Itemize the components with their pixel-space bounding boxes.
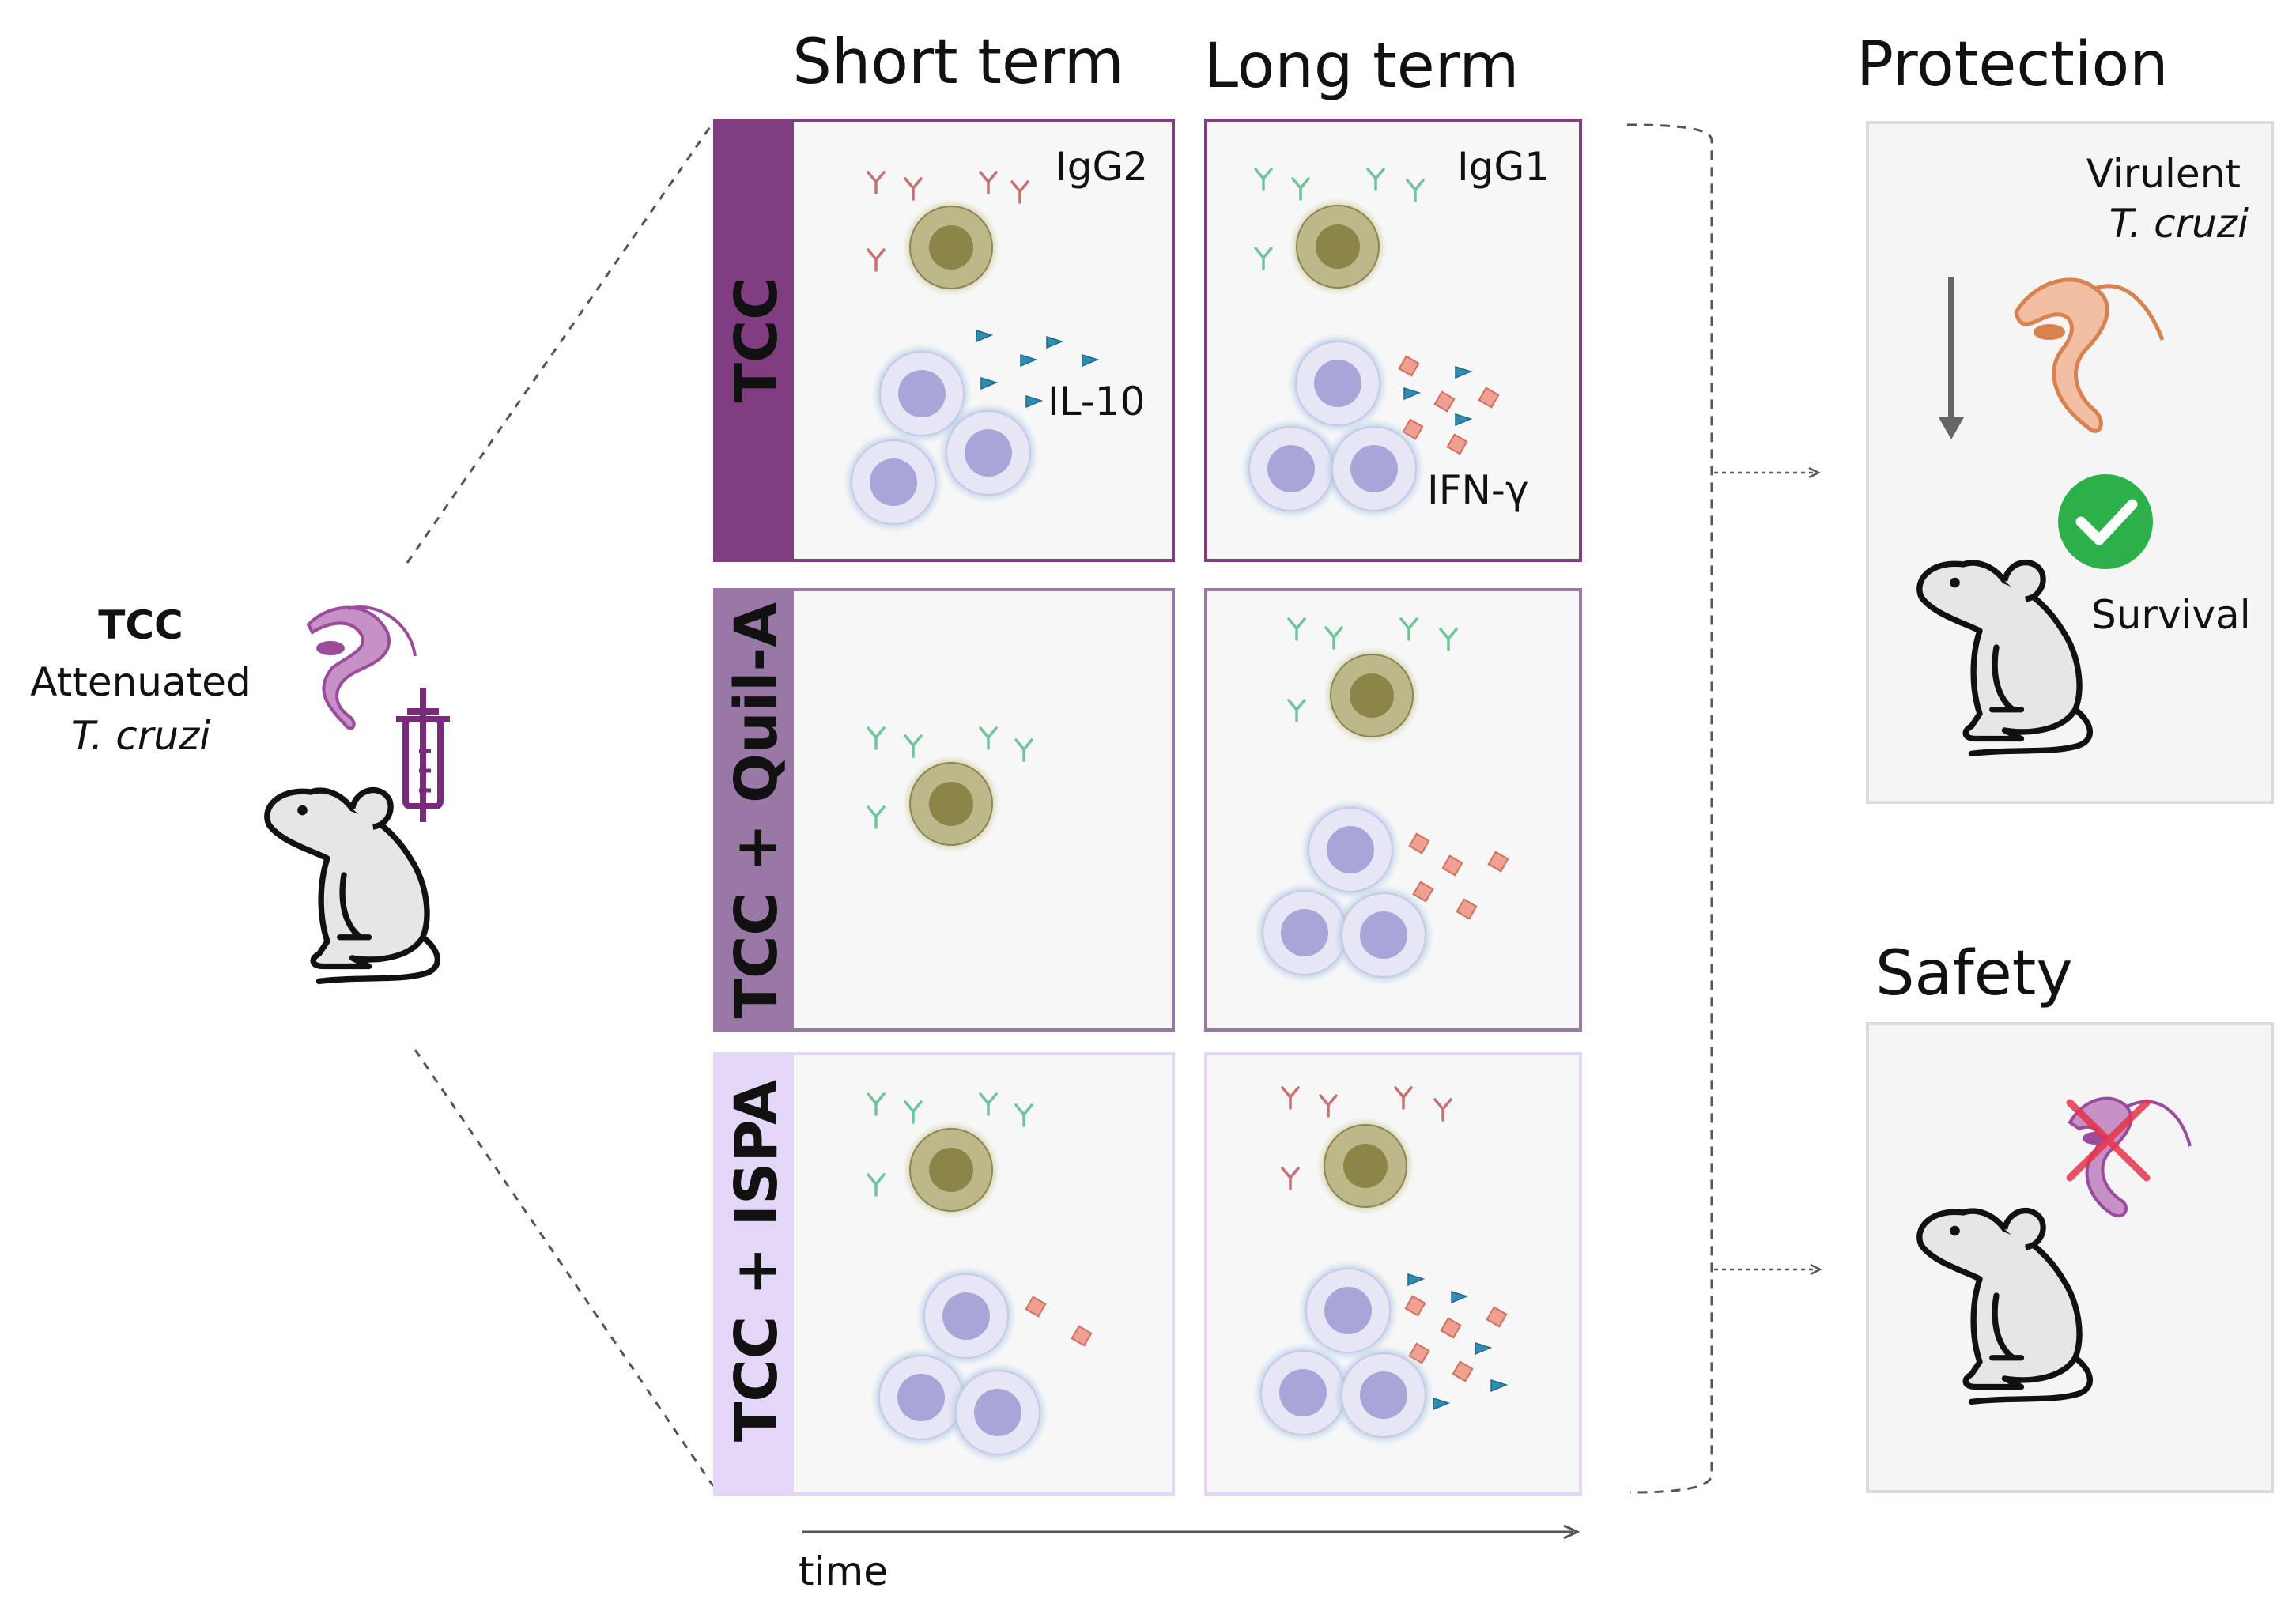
panel-tcc-long: IgG1 IFN-γ [1204,119,1582,562]
vaccine-line2: Attenuated [30,659,251,705]
panel-quila-long [1204,588,1582,1032]
b-cell [1316,1116,1415,1216]
safety-title: Safety [1875,938,2073,1009]
row-label-bar [715,590,794,1030]
t-cell [1323,417,1426,520]
parasite-icon [306,605,417,730]
mouse-icon [267,790,438,982]
b-cell [901,1120,1001,1220]
vaccine-line3: T. cruzi [71,713,210,759]
time-axis-arrowhead [1563,1524,1580,1540]
label-igg1: IgG1 [1457,144,1550,190]
label-il10: IL-10 [1048,379,1145,424]
safety-panel [1866,1022,2274,1493]
row-label: TCC [723,277,791,402]
row-label-bar [715,120,794,560]
label-igg2: IgG2 [1055,144,1148,190]
cross-icon [2066,1099,2151,1182]
challenge-line1: Virulent [2086,151,2241,197]
check-icon [2058,474,2153,569]
zoom-line-top [406,122,715,564]
row-label-bar [715,1054,794,1494]
syringe-icon [396,688,450,822]
t-cell [842,431,945,534]
t-cell [937,402,1040,504]
outcome-label: Survival [2091,592,2251,638]
t-cell [1332,1344,1435,1447]
b-cell [901,754,1001,854]
label-ifng: IFN-γ [1427,467,1529,513]
time-axis-label: time [799,1548,888,1594]
panel-ispa-long [1204,1052,1582,1496]
row-label: TCC + Quil-A [723,602,791,1019]
zoom-line-bottom [414,1049,715,1487]
row-tcc-ispa: TCC + ISPA [713,1052,1175,1496]
t-cell [1332,884,1435,986]
parasite-icon [2014,277,2165,433]
row-tcc: TCC IgG2 IL-10 [713,119,1175,562]
bracket [1626,123,1713,1494]
vaccine-name: TCC [98,602,183,648]
protection-title: Protection [1856,29,2169,100]
row-tcc-quila: TCC + Quil-A [713,588,1175,1032]
column-header-short-term: Short term [792,27,1123,98]
b-cell [1288,197,1388,296]
b-cell [901,198,1001,297]
challenge-line2: T. cruzi [2109,201,2249,247]
protection-panel: Virulent T. cruzi Survival [1866,121,2274,804]
column-header-long-term: Long term [1204,31,1520,102]
arrow-down-icon [1939,277,1964,439]
row-label: TCC + ISPA [723,1080,791,1442]
t-cell [946,1361,1049,1464]
vaccine-label: TCC Attenuated T. cruzi [30,602,251,759]
b-cell [1322,646,1422,745]
